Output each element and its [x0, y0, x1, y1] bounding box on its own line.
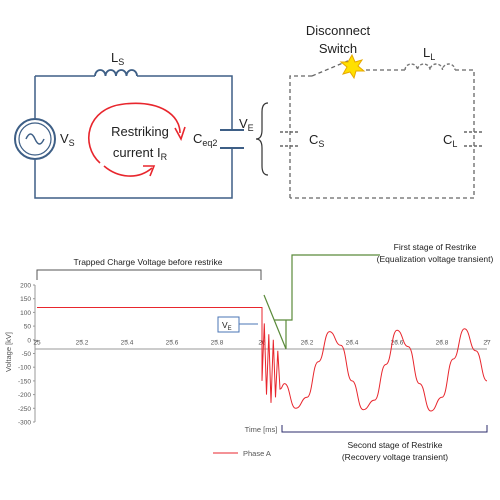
y-tick-labels: 200 150 100 50 0 -50 -100 -150 -200 -250 -300: [18, 283, 35, 427]
x-tick-label: 25.4: [121, 339, 134, 346]
spark-icon: [339, 53, 366, 80]
y-tick-label: -100: [18, 365, 31, 372]
x-axis-label: Time [ms]: [245, 425, 278, 434]
series-line-phase-a: [37, 307, 488, 412]
x-tick-label: 25.2: [76, 339, 89, 346]
y-tick-label: -150: [18, 378, 31, 385]
switch-label-line1: Disconnect: [306, 23, 371, 38]
series-layer: [37, 307, 488, 412]
trapped-charge-bracket: [36, 269, 262, 280]
capacitor-ceq2-label: Ceq2: [193, 131, 217, 148]
voltage-chart: 200 150 100 50 0 -50 -100 -150 -200 -250 -300 25 25…: [4, 283, 491, 459]
source-vs-label: VS: [60, 131, 75, 148]
sine-wave-icon: [25, 133, 45, 145]
y-tick-label: -300: [18, 420, 31, 427]
y-tick-label: 100: [20, 310, 31, 317]
second-stage-label-line1: Second stage of Restrike: [348, 440, 443, 450]
current-label-line2: current IR: [113, 145, 168, 162]
capacitor-cl-label: CL: [443, 132, 457, 149]
disconnect-circuit: Disconnect Switch LL CS CL: [280, 23, 484, 199]
first-stage-connector: [263, 254, 380, 350]
second-stage-label-line2: (Recovery voltage transient): [342, 452, 448, 462]
chart-annotations: Trapped Charge Voltage before restrike F…: [36, 242, 494, 462]
legend-label-phase-a: Phase A: [243, 449, 271, 458]
grouping-brace: [255, 102, 269, 176]
y-tick-label: -250: [18, 406, 31, 413]
x-tick-label: 25.6: [166, 339, 179, 346]
first-stage-label-line1: First stage of Restrike: [394, 242, 477, 252]
equivalent-circuit: LS VS Ceq2 VE Restriking current IR: [14, 50, 254, 199]
current-arc-upper: [87, 102, 181, 164]
y-tick-label: 200: [20, 283, 31, 290]
x-tick-label: 27: [483, 339, 491, 346]
y-tick-label: 150: [20, 296, 31, 303]
x-tick-label: 25.8: [211, 339, 224, 346]
x-tick-label: 26.2: [301, 339, 314, 346]
x-tick-label: 26.6: [391, 339, 404, 346]
inductor-ls-icon: [94, 69, 138, 77]
x-tick-label: 26.8: [436, 339, 449, 346]
y-tick-label: -50: [22, 351, 32, 358]
inductor-ls-label: LS: [111, 50, 124, 67]
y-tick-label: -200: [18, 392, 31, 399]
current-arc-lower: [103, 165, 153, 177]
capacitor-cs-label: CS: [309, 132, 324, 149]
current-arrowhead-upper: [174, 126, 186, 141]
current-arrowhead-lower: [143, 165, 156, 177]
y-axis-label: Voltage [kV]: [4, 332, 13, 372]
x-tick-label: 26.4: [346, 339, 359, 346]
trapped-charge-label: Trapped Charge Voltage before restrike: [74, 257, 223, 267]
y-tick-label: 0: [27, 337, 31, 344]
inductor-ll-icon: [404, 63, 456, 71]
current-label-line1: Restriking: [111, 124, 169, 139]
switch-label-line2: Switch: [319, 41, 357, 56]
ve-label: VE: [239, 116, 254, 133]
y-tick-label: 50: [24, 324, 32, 331]
ve-callout-label: VE: [222, 320, 232, 332]
inductor-ll-label: LL: [423, 45, 435, 62]
circuit-wire: [34, 75, 233, 199]
first-stage-label-line2: (Equalization voltage transient): [377, 254, 494, 264]
voltage-source-inner-ring: [18, 122, 52, 156]
x-tick-label: 25: [33, 339, 41, 346]
second-stage-bracket: [281, 425, 488, 433]
